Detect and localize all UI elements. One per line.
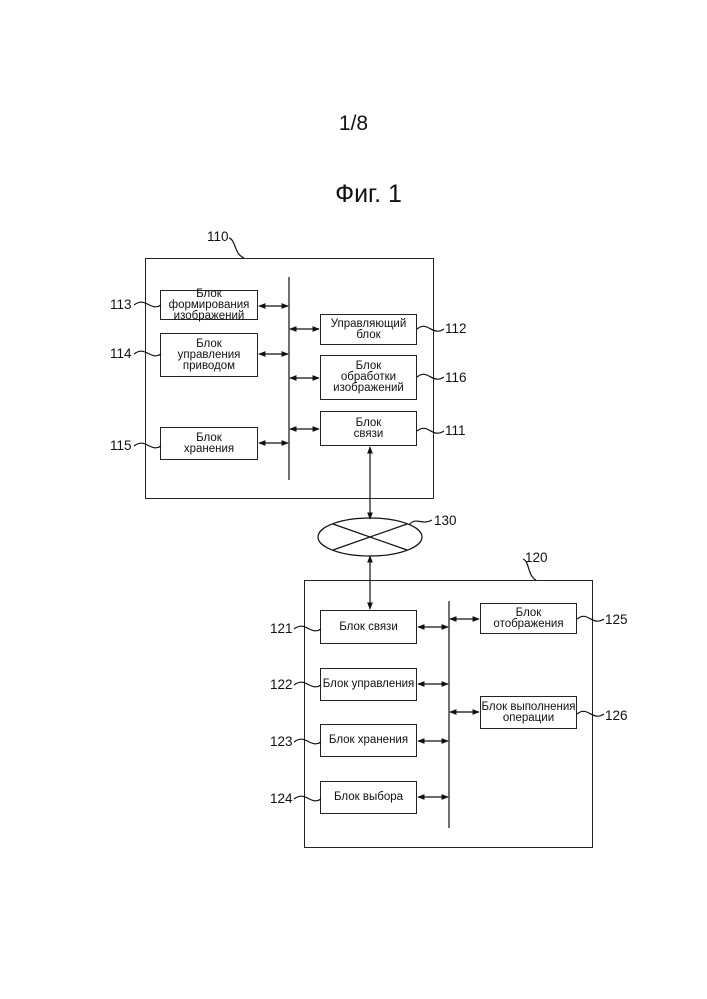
leader-114	[134, 351, 161, 356]
leader-120	[523, 559, 536, 580]
leader-121	[294, 626, 321, 631]
leader-113	[134, 302, 161, 307]
leader-122	[294, 682, 321, 687]
leader-124	[294, 796, 321, 801]
leader-123	[294, 739, 321, 744]
leader-126	[577, 711, 604, 716]
leader-110	[229, 238, 244, 258]
leader-115	[134, 443, 161, 448]
leader-130	[409, 520, 432, 525]
leader-111	[417, 428, 444, 433]
leader-116	[417, 374, 444, 379]
leader-125	[577, 616, 604, 621]
leader-112	[417, 326, 444, 331]
